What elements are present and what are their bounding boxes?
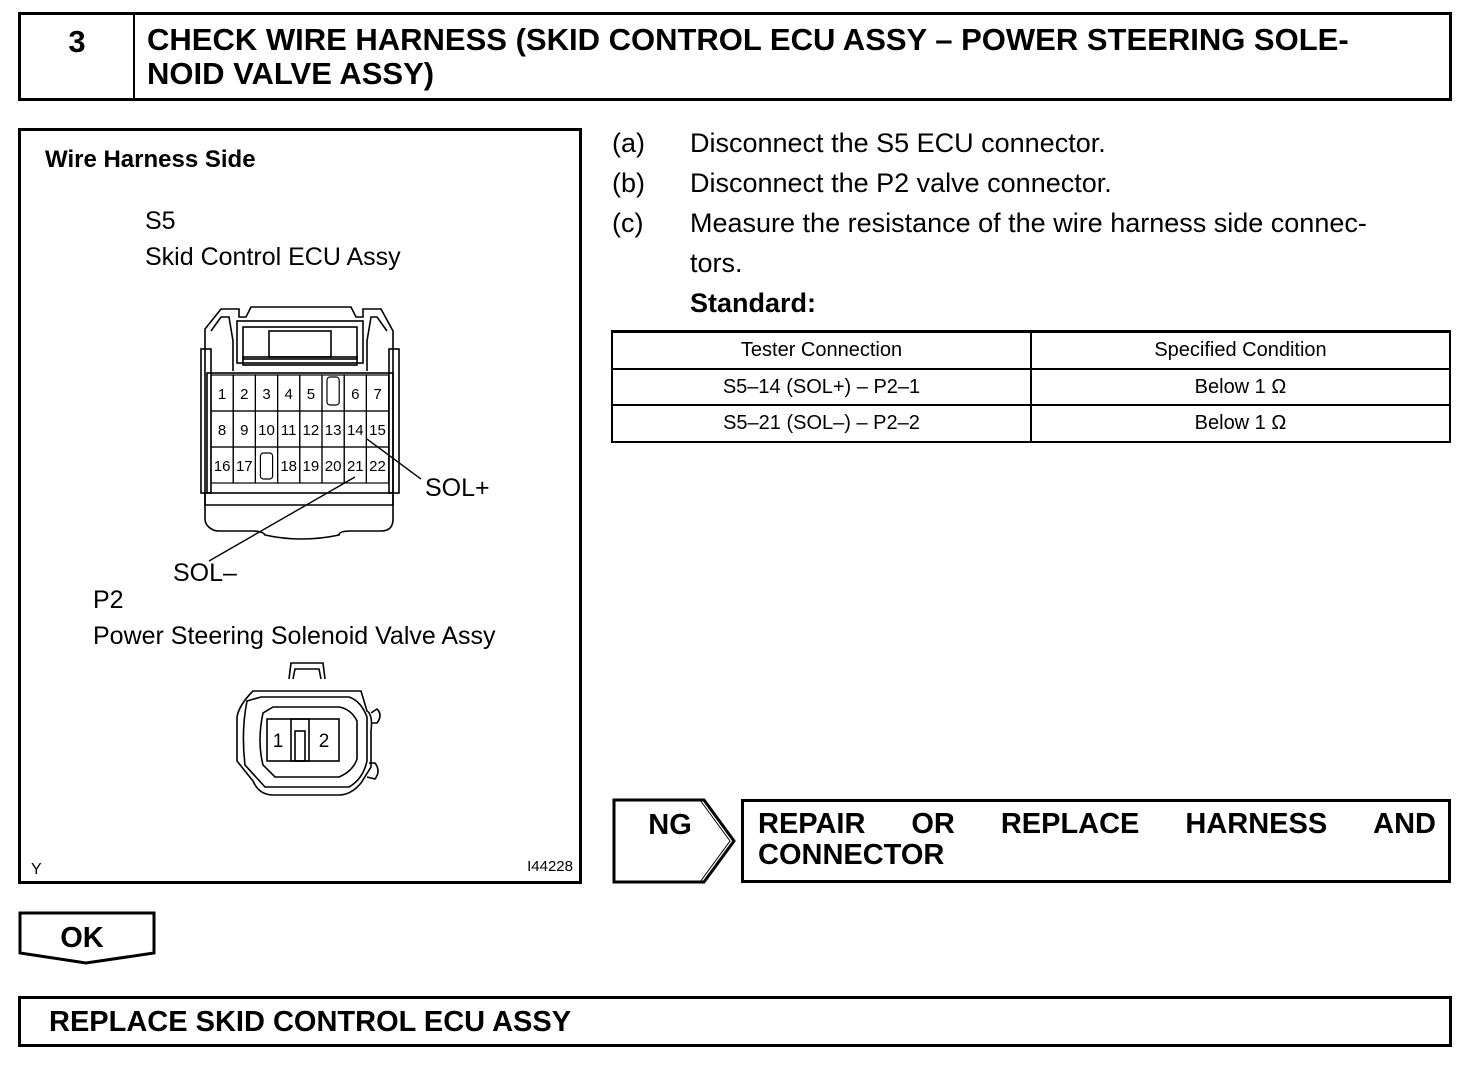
p2-pin-2: 2 bbox=[319, 731, 330, 752]
spec-table: Tester Connection Specified Condition S5… bbox=[611, 329, 1451, 443]
pin-label: 13 bbox=[325, 422, 342, 439]
pin-label: 5 bbox=[307, 386, 315, 403]
table-cell: Below 1 Ω bbox=[1030, 404, 1451, 443]
sol-plus-label: SOL+ bbox=[425, 474, 490, 502]
ok-label: OK bbox=[60, 922, 104, 954]
connector-diagram: Wire Harness Side S5 Skid Control ECU As… bbox=[31, 146, 573, 878]
pin-label: 6 bbox=[351, 386, 359, 403]
ng-word: REPAIR bbox=[758, 808, 866, 840]
ok-arrow: OK bbox=[18, 911, 156, 965]
table-cell: S5–14 (SOL+) – P2–1 bbox=[611, 367, 1032, 407]
ng-action-line-2: CONNECTOR bbox=[758, 839, 945, 871]
p2-connector bbox=[236, 662, 381, 796]
connector-illustration: Wire Harness Side S5 Skid Control ECU As… bbox=[18, 128, 582, 884]
ng-word: AND bbox=[1373, 808, 1436, 840]
pin-label: 15 bbox=[369, 422, 386, 439]
ng-action-line-1: REPAIR OR REPLACE HARNESS AND bbox=[758, 809, 1436, 840]
header-tester-connection: Tester Connection bbox=[611, 329, 1032, 370]
pin-label: 22 bbox=[369, 458, 386, 475]
pin-label: 3 bbox=[262, 386, 270, 403]
pin-label: 17 bbox=[236, 458, 253, 475]
ng-word: OR bbox=[911, 808, 955, 840]
ng-label: NG bbox=[648, 809, 692, 841]
pin-label: 8 bbox=[218, 422, 226, 439]
table-row: S5–21 (SOL–) – P2–2 Below 1 Ω bbox=[611, 404, 1451, 443]
s5-name: Skid Control ECU Assy bbox=[145, 243, 401, 271]
final-action-text: REPLACE SKID CONTROL ECU ASSY bbox=[49, 1006, 572, 1038]
p2-code: P2 bbox=[93, 586, 124, 614]
step-a-text: Disconnect the S5 ECU connector. bbox=[690, 128, 1106, 158]
table-cell: S5–21 (SOL–) – P2–2 bbox=[611, 404, 1032, 443]
step-c-letter: (c) bbox=[612, 208, 644, 238]
standard-label: Standard: bbox=[690, 288, 817, 318]
step-number: 3 bbox=[21, 15, 135, 98]
s5-code: S5 bbox=[145, 207, 176, 235]
pin-label: 19 bbox=[303, 458, 320, 475]
pin-label: 20 bbox=[325, 458, 342, 475]
table-row: S5–14 (SOL+) – P2–1 Below 1 Ω bbox=[611, 367, 1451, 407]
pin-label: 7 bbox=[373, 386, 381, 403]
pin-label: 14 bbox=[347, 422, 364, 439]
pin-label: 10 bbox=[258, 422, 275, 439]
sol-plus-leader bbox=[366, 438, 422, 480]
pin-label: 1 bbox=[218, 386, 226, 403]
table-header-row: Tester Connection Specified Condition bbox=[611, 329, 1451, 370]
ng-word: HARNESS bbox=[1185, 808, 1328, 840]
ng-arrow: NG bbox=[612, 798, 736, 884]
key-slot bbox=[259, 452, 274, 480]
pin-label: 16 bbox=[214, 458, 231, 475]
pin-label: 12 bbox=[303, 422, 320, 439]
sol-minus-leader bbox=[208, 476, 356, 562]
table-cell: Below 1 Ω bbox=[1030, 367, 1451, 407]
sol-minus-label: SOL– bbox=[173, 559, 237, 587]
step-b-letter: (b) bbox=[612, 168, 645, 198]
pin-label: 18 bbox=[280, 458, 297, 475]
ng-action-box: REPAIR OR REPLACE HARNESS AND CONNECTOR bbox=[741, 799, 1451, 883]
corner-mark: Y bbox=[31, 861, 42, 878]
p2-pin-1: 1 bbox=[273, 731, 284, 752]
step-b-text: Disconnect the P2 valve connector. bbox=[690, 168, 1112, 198]
illustration-heading: Wire Harness Side bbox=[45, 146, 256, 173]
p2-name: Power Steering Solenoid Valve Assy bbox=[93, 622, 496, 650]
step-a-letter: (a) bbox=[612, 128, 645, 158]
pin-label: 9 bbox=[240, 422, 248, 439]
key-slot bbox=[326, 376, 340, 406]
step-title: CHECK WIRE HARNESS (SKID CONTROL ECU ASS… bbox=[147, 22, 1349, 91]
step-header: 3 CHECK WIRE HARNESS (SKID CONTROL ECU A… bbox=[18, 12, 1452, 101]
pin-label: 21 bbox=[347, 458, 364, 475]
ng-action-text: REPAIR OR REPLACE HARNESS AND CONNECTOR bbox=[758, 809, 1436, 871]
header-specified-condition: Specified Condition bbox=[1030, 329, 1451, 370]
pin-label: 2 bbox=[240, 386, 248, 403]
step-c-text: Measure the resistance of the wire harne… bbox=[690, 208, 1367, 238]
ng-word: REPLACE bbox=[1000, 808, 1140, 840]
step-c-text-cont: tors. bbox=[690, 248, 743, 278]
pin-label: 4 bbox=[285, 386, 293, 403]
pin-label: 11 bbox=[281, 422, 297, 439]
final-action-box: REPLACE SKID CONTROL ECU ASSY bbox=[18, 996, 1452, 1047]
figure-id: I44228 bbox=[527, 858, 573, 875]
